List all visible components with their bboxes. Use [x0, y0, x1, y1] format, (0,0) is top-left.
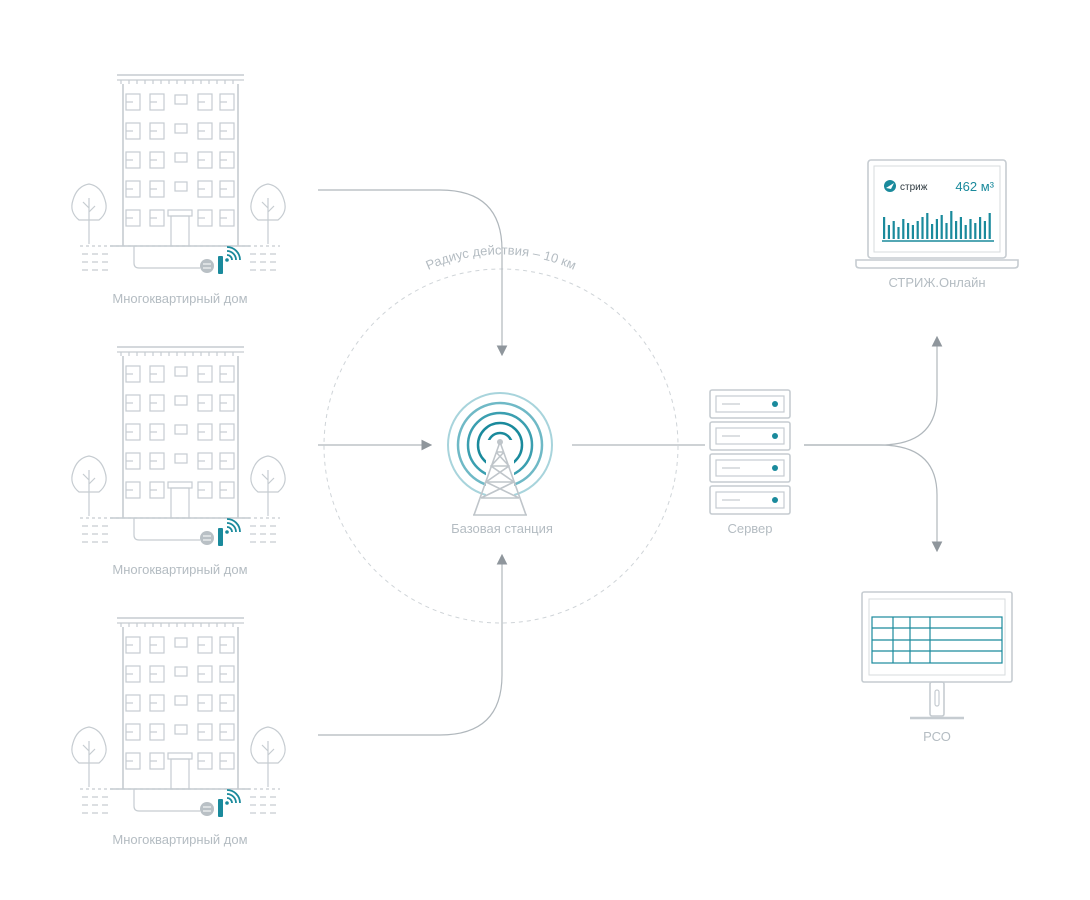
building-label-2: Многоквартирный дом [112, 562, 247, 577]
tree-icon [71, 183, 107, 244]
connector-server-online [804, 335, 943, 446]
online-brand: стриж [900, 182, 928, 193]
consumption-bar [959, 217, 962, 239]
consumption-bar [887, 225, 890, 239]
consumption-bar [883, 217, 886, 239]
signal-icon [225, 789, 241, 805]
tree-icon [250, 183, 286, 244]
meter-icon [200, 799, 223, 817]
consumption-bar [926, 213, 929, 239]
consumption-bar [974, 223, 977, 239]
building-label-3: Многоквартирный дом [112, 832, 247, 847]
building-icon [71, 617, 286, 817]
consumption-bar [892, 221, 895, 239]
tree-icon [71, 455, 107, 516]
consumption-bar [969, 219, 972, 239]
connector-building-1 [318, 189, 508, 357]
building-label-1: Многоквартирный дом [112, 291, 247, 306]
consumption-bar [921, 217, 924, 239]
tree-icon [71, 726, 107, 787]
meter-icon [200, 256, 223, 274]
meter-icon [200, 528, 223, 546]
consumption-bar [940, 215, 943, 239]
consumption-bar [931, 224, 934, 239]
consumption-bar [955, 221, 958, 239]
tree-icon [250, 726, 286, 787]
connector-server-rso [804, 444, 943, 553]
consumption-bars [883, 211, 991, 239]
consumption-bar [950, 211, 953, 239]
online-label: СТРИЖ.Онлайн [888, 275, 985, 290]
building-1 [71, 74, 286, 274]
server-label: Сервер [727, 521, 772, 536]
consumption-bar [964, 225, 967, 239]
consumption-bar [935, 219, 938, 239]
connector-building-3 [318, 553, 508, 736]
consumption-bar [907, 223, 910, 239]
rso-label: РСО [923, 729, 951, 744]
range-label: Радиус действия – 10 км [424, 242, 579, 272]
building-icon [71, 346, 286, 546]
tree-icon [250, 455, 286, 516]
signal-icon [225, 246, 241, 262]
base-station-label: Базовая станция [451, 521, 553, 536]
laptop-icon: стриж 462 м³ [855, 159, 1019, 269]
building-2 [71, 346, 286, 546]
consumption-bar [916, 221, 919, 239]
consumption-bar [979, 217, 982, 239]
consumption-bar [897, 227, 900, 239]
signal-icon [225, 518, 241, 534]
consumption-bar [983, 221, 986, 239]
building-icon [71, 74, 286, 274]
online-reading: 462 м³ [955, 179, 994, 194]
logo-icon [884, 180, 896, 192]
consumption-bar [945, 223, 948, 239]
consumption-bar [988, 213, 991, 239]
coverage-circle [323, 268, 679, 624]
tower-icon [447, 392, 553, 516]
consumption-bar [902, 219, 905, 239]
server-icon [709, 389, 791, 515]
connections [318, 189, 943, 736]
monitor-icon [861, 591, 1013, 720]
consumption-bar [911, 225, 914, 239]
building-3 [71, 617, 286, 817]
